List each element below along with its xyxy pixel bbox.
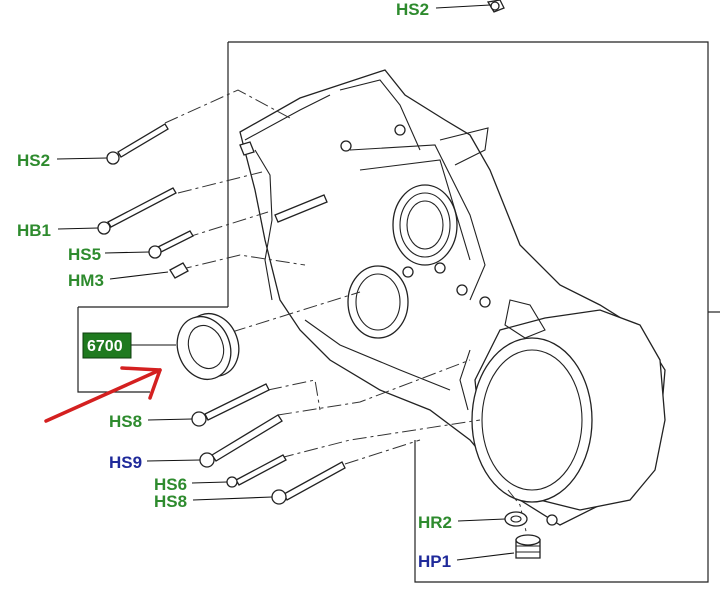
bell-housing: [459, 299, 666, 511]
bolt-hs8: [191, 383, 270, 427]
red-arrow-annotation: [44, 366, 162, 423]
assembly-dash-lines: [164, 89, 529, 541]
bolt-hs9: [199, 414, 283, 468]
label-hr2: HR2: [418, 513, 452, 532]
label-6700: 6700: [87, 338, 123, 355]
assembly-frame: [77, 41, 720, 583]
oil-seal-6700: [176, 312, 240, 381]
label-hs8: HS8: [109, 412, 142, 431]
bolt-hs5: [148, 230, 194, 259]
dowel-pin: [239, 141, 328, 223]
label-hs6: HS6: [154, 475, 187, 494]
bolt-hs8-b: [271, 461, 346, 505]
dowel-hm3: [169, 262, 189, 279]
label-hs5: HS5: [68, 245, 101, 264]
label-hs9: HS9: [109, 453, 142, 472]
bolt-hs2: [106, 123, 169, 165]
drain-plug-hp1: [515, 534, 541, 559]
bolt-hb1: [97, 187, 177, 235]
bolt-hs2-top: [486, 0, 505, 13]
part-6700-highlight: [82, 332, 132, 359]
bolt-hs6: [226, 454, 287, 488]
label-hs2: HS2: [17, 151, 50, 170]
label-hm3: HM3: [68, 271, 104, 290]
label-hb1: HB1: [17, 221, 51, 240]
crank-seal-bore: [347, 265, 409, 339]
label-hp1: HP1: [418, 552, 451, 571]
washer-hr2: [504, 511, 528, 527]
label-hs2-top: HS2: [396, 0, 429, 19]
leader-lines: [56, 4, 515, 561]
label-hs8-b: HS8: [154, 492, 187, 511]
